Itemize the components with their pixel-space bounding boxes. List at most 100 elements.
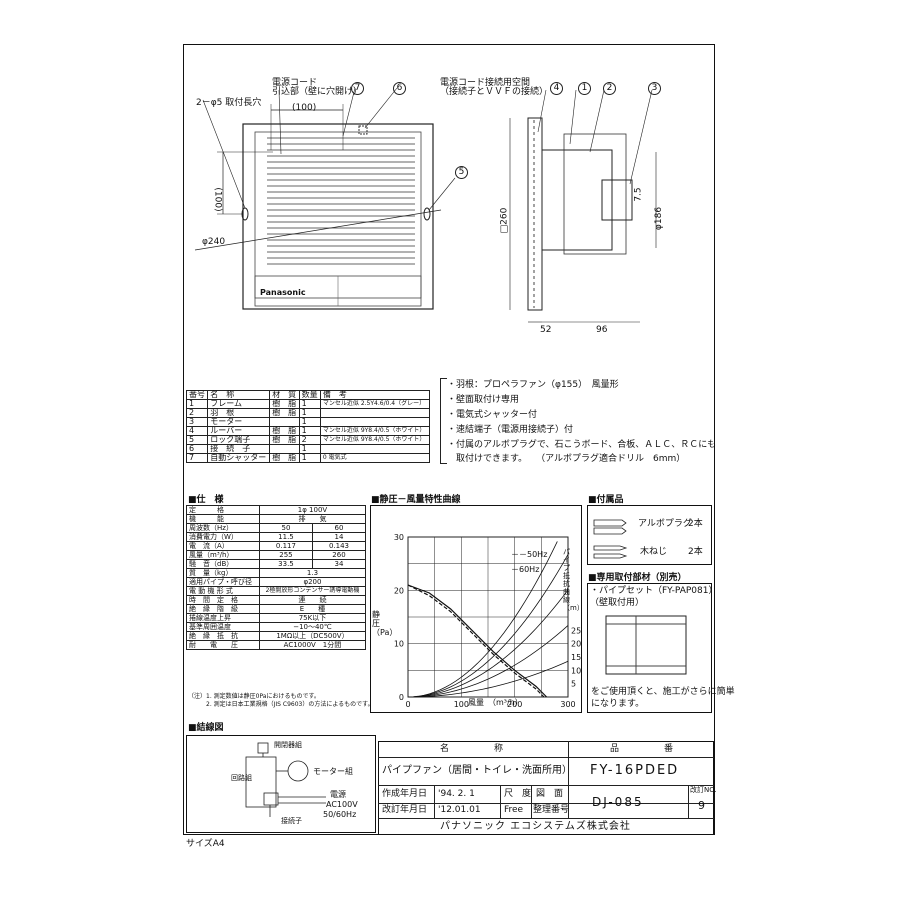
dim-100-vertical: (100) — [212, 187, 223, 212]
pipe-axis-label: パイプ抵抗曲線（m） — [563, 548, 584, 612]
scale-label: 尺 度 — [504, 789, 532, 799]
accessory-plug-name: アルボプラグ — [638, 519, 692, 529]
y-axis-label: 静圧 （Pa） — [372, 610, 398, 637]
revision-label: 改訂NO. — [690, 786, 717, 794]
divider — [568, 741, 569, 818]
pipe-set-drawing — [605, 615, 687, 675]
spec-label: 絶 縁 階 級 — [186, 604, 260, 614]
callout-5: 5 — [455, 166, 468, 179]
company-name: パナソニック エコシステムズ株式会社 — [440, 821, 631, 832]
spec-value-50: 33.5 — [258, 559, 313, 569]
x-axis-label: 風量 （m³/h） — [468, 698, 523, 707]
dim-260: □260 — [499, 207, 510, 234]
pipe-resistance-curve — [407, 554, 569, 698]
title-block — [378, 741, 714, 835]
spec-value-60: 260 — [311, 550, 367, 560]
table-row: 質 量（kg）1.3 — [186, 568, 367, 578]
paper-size: サイズA4 — [186, 839, 225, 849]
x-tick-label: 0 — [405, 700, 410, 709]
divider — [434, 785, 435, 818]
spec-label: 絶 縁 抵 抗 — [186, 631, 260, 641]
dim-96: 96 — [596, 325, 608, 335]
spec-label: 機 能 — [186, 514, 260, 524]
note-line: ・速結端子（電源用接続子）付 — [447, 425, 574, 435]
spec-value-60: 14 — [311, 532, 367, 542]
revised-date: '12.01.01 — [438, 805, 481, 815]
pipe-resistance-curve — [407, 625, 569, 698]
spec-value: 2極開放形コンデンサー誘導電動機 — [258, 586, 367, 596]
callout-3: 3 — [648, 82, 661, 95]
circuit-label: 回路組 — [231, 774, 252, 782]
cell: 7 — [185, 453, 209, 463]
legend-50hz: －－50Hz — [511, 550, 548, 559]
accessories-box — [587, 505, 712, 565]
note-line: ・壁面取付け専用 — [447, 395, 520, 405]
spec-value: −10〜40℃ — [258, 622, 367, 632]
callout-4: 4 — [550, 82, 563, 95]
divider — [500, 785, 501, 818]
table-row: 時 間 定 格連 続 — [186, 595, 367, 605]
pipe-tick-label: 5 — [571, 680, 576, 689]
product-code: FY-16PDED — [590, 763, 680, 778]
divider — [378, 785, 714, 786]
spec-label: 質 量（kg） — [186, 568, 260, 578]
chart-frame — [370, 505, 582, 713]
table-row: 基準周囲温度−10〜40℃ — [186, 622, 367, 632]
wiring-title: ■結線図 — [188, 723, 224, 733]
pipe-resistance-curve — [407, 660, 569, 698]
pipe-resistance-curve — [407, 541, 558, 698]
optional-note-2: になります。 — [591, 699, 645, 709]
wiring-diagram — [245, 742, 326, 817]
front-view-drawing — [194, 87, 456, 310]
dim-100-horizontal: (100) — [292, 103, 317, 113]
y-tick-label: 0 — [399, 693, 404, 702]
y-tick-label: 20 — [394, 586, 404, 595]
pipe-tick-label: 25 — [571, 626, 581, 635]
x-tick-label: 100 — [454, 700, 469, 709]
pipe-tick-label: 20 — [571, 640, 581, 649]
cord-label-1: 電源コード — [272, 78, 318, 88]
pipe-resistance-curve — [407, 589, 569, 698]
space-label-1: 電源コード接続用空間 — [440, 78, 531, 88]
spec-label: 電 動 機 形 式 — [186, 586, 260, 596]
x-tick-label: 300 — [560, 700, 575, 709]
cell: マンセル近似 9Y8.4/0.5（ホワイト） — [319, 435, 431, 445]
dim-7-5: 7.5 — [633, 187, 644, 202]
wiring-box — [186, 735, 376, 833]
accessory-plug-qty: 2本 — [688, 519, 703, 529]
optional-title: ■専用取付部材（別売） — [588, 573, 687, 583]
spec-label: 騒 音（dB） — [186, 559, 260, 569]
note-line: ・付属のアルボプラグで、石こうボード、合板、ＡＬＣ、ＲＣにも — [447, 440, 717, 450]
spec-label: 適用パイプ・呼び径 — [186, 577, 260, 587]
divider — [688, 785, 689, 818]
spec-label: 電 流（A） — [186, 541, 260, 551]
pipe-tick-label: 10 — [571, 666, 581, 675]
accessory-screw-name: 木ねじ — [640, 547, 668, 557]
created-date: '94. 2. 1 — [438, 789, 475, 799]
spec-note: 2. 測定は日本工業規格（JIS C9603）の方法によるものです。 — [188, 701, 374, 708]
x-tick-label: 200 — [507, 700, 522, 709]
optional-note-1: をご使用頂くと、施工がさらに簡単 — [591, 687, 735, 697]
product-name: パイプファン（居間・トイレ・洗面所用） — [382, 765, 572, 776]
scale-value: Free — [504, 805, 524, 815]
spec-value: 75K以下 — [258, 613, 367, 623]
spec-label: 捲線温度上昇 — [186, 613, 260, 623]
table-row: 機 能排 気 — [186, 514, 367, 524]
spec-value: E 種 — [258, 604, 367, 614]
cell: 樹 脂 — [269, 453, 300, 463]
drawing-number: DJ-085 — [592, 795, 644, 809]
spec-value: 1MΩ以上（DC500V） — [258, 631, 367, 641]
cell: 自動シャッター — [207, 453, 271, 463]
